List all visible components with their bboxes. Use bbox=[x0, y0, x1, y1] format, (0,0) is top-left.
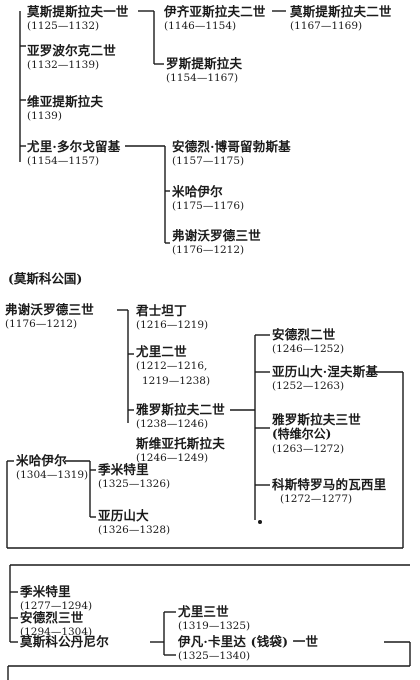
person-years: (1246—1249) bbox=[136, 452, 209, 464]
person-name: 尤里·多尔戈留基 bbox=[27, 139, 121, 154]
person-years: (1252—1263) bbox=[272, 380, 345, 392]
person-years: (1167—1169) bbox=[290, 20, 363, 32]
person-years: (1125—1132) bbox=[27, 20, 100, 32]
person-dmitry-tver: 季米特里 (1325—1326) bbox=[98, 462, 170, 492]
person-years: (1325—1326) bbox=[98, 478, 171, 490]
person-andrei-iii: 安德烈三世 (1294—1304) bbox=[20, 610, 92, 640]
person-iziaslav-ii: 伊齐亚斯拉夫二世 (1146—1154) bbox=[164, 4, 266, 34]
person-years: (特维尔公) bbox=[272, 427, 332, 441]
person-name: 季米特里 bbox=[20, 584, 71, 599]
person-name: 安德烈·博哥留勃斯基 bbox=[172, 139, 291, 154]
person-yuri-dolgoruky: 尤里·多尔戈留基 (1154—1157) bbox=[27, 139, 120, 169]
person-name: 米哈伊尔 bbox=[172, 184, 223, 199]
person-name: 弗谢沃罗德三世 bbox=[5, 302, 94, 317]
person-name: 季米特里 bbox=[98, 462, 149, 477]
person-name: 莫斯提斯拉夫二世 bbox=[290, 4, 392, 19]
person-name: 斯维亚托斯拉夫 bbox=[136, 436, 225, 451]
person-mstislav-ii: 莫斯提斯拉夫二世 (1167—1169) bbox=[290, 4, 392, 34]
person-yaropolk-ii: 亚罗波尔克二世 (1132—1139) bbox=[27, 43, 116, 73]
person-yaroslav-ii: 雅罗斯拉夫二世 (1238—1246) bbox=[136, 402, 225, 432]
person-years: (1277—1294) bbox=[20, 600, 93, 612]
person-years: (1176—1212) bbox=[5, 318, 78, 330]
person-yuri-iii: 尤里三世 (1319—1325) bbox=[178, 604, 250, 634]
person-years: (1132—1139) bbox=[27, 59, 100, 71]
person-mikhail: 米哈伊尔 (1175—1176) bbox=[172, 184, 244, 214]
person-years: (1154—1157) bbox=[27, 155, 100, 167]
person-yaroslav-iii: 雅罗斯拉夫三世 (特维尔公) (1263—1272) bbox=[272, 412, 361, 457]
person-years: (1146—1154) bbox=[164, 20, 237, 32]
person-name: 亚历山大·涅夫斯基 bbox=[272, 364, 379, 379]
person-name: 安德烈二世 bbox=[272, 327, 336, 342]
person-name: 伊齐亚斯拉夫二世 bbox=[164, 4, 266, 19]
person-name: 莫斯提斯拉夫一世 bbox=[27, 4, 129, 19]
person-name: 安德烈三世 bbox=[20, 610, 84, 625]
person-mikhail-tver: 米哈伊尔 (1304—1319) bbox=[16, 453, 88, 483]
person-vasily-kostroma: 科斯特罗马的瓦西里 (1272—1277) bbox=[272, 477, 386, 507]
person-name: 亚罗波尔克二世 bbox=[27, 43, 116, 58]
person-years: (1175—1176) bbox=[172, 200, 245, 212]
person-years: (1212—1216, bbox=[136, 360, 208, 372]
person-years: (1319—1325) bbox=[178, 620, 251, 632]
person-andrei-ii: 安德烈二世 (1246—1252) bbox=[272, 327, 344, 357]
person-name: 罗斯提斯拉夫 bbox=[166, 56, 243, 71]
person-name: 尤里二世 bbox=[136, 344, 187, 359]
person-name: 科斯特罗马的瓦西里 bbox=[272, 477, 387, 492]
person-years: (1154—1167) bbox=[166, 72, 239, 84]
person-years: (1157—1175) bbox=[172, 155, 245, 167]
person-name: 雅罗斯拉夫三世 bbox=[272, 412, 361, 427]
person-name: 米哈伊尔 bbox=[16, 453, 67, 468]
person-ivan-kalita: 伊凡·卡里达 (钱袋) 一世 (1325—1340) bbox=[178, 634, 318, 664]
person-viacheslav: 维亚提斯拉夫 (1139) bbox=[27, 94, 103, 124]
person-dmitry: 季米特里 (1277—1294) bbox=[20, 584, 92, 614]
person-name: 尤里三世 bbox=[178, 604, 229, 619]
person-years: (1304—1319) bbox=[16, 469, 89, 481]
person-name: 亚历山大 bbox=[98, 508, 149, 523]
person-years: (1216—1219) bbox=[136, 319, 209, 331]
person-years: (1238—1246) bbox=[136, 418, 209, 430]
person-andrei-bogolyubsky: 安德烈·博哥留勃斯基 (1157—1175) bbox=[172, 139, 291, 169]
person-years: (1294—1304) bbox=[20, 626, 93, 638]
person-name: 伊凡·卡里达 (钱袋) 一世 bbox=[178, 634, 319, 649]
person-years: (1272—1277) bbox=[280, 493, 353, 505]
person-vsevolod-iii-moscow: 弗谢沃罗德三世 (1176—1212) bbox=[5, 302, 94, 332]
person-name: 雅罗斯拉夫二世 bbox=[136, 402, 225, 417]
branch-dot bbox=[258, 520, 262, 524]
person-years-second: (1263—1272) bbox=[272, 443, 345, 455]
person-name: 弗谢沃罗德三世 bbox=[172, 228, 261, 243]
person-alexander-tver: 亚历山大 (1326—1328) bbox=[98, 508, 170, 538]
person-years: (1176—1212) bbox=[172, 244, 245, 256]
person-years-second: 1219—1238) bbox=[142, 375, 211, 387]
person-rostislav: 罗斯提斯拉夫 (1154—1167) bbox=[166, 56, 242, 86]
person-alexander-nevsky: 亚历山大·涅夫斯基 (1252—1263) bbox=[272, 364, 378, 394]
person-years: (1246—1252) bbox=[272, 343, 345, 355]
person-years: (1326—1328) bbox=[98, 524, 171, 536]
person-mstislav-i: 莫斯提斯拉夫一世 (1125—1132) bbox=[27, 4, 129, 34]
person-yuri-ii: 尤里二世 (1212—1216, 1219—1238) bbox=[136, 344, 210, 389]
person-years: (1325—1340) bbox=[178, 650, 251, 662]
person-years: (1139) bbox=[27, 110, 62, 122]
person-name: 莫斯科公丹尼尔 bbox=[20, 634, 109, 649]
person-name: 维亚提斯拉夫 bbox=[27, 94, 104, 109]
person-daniel-moscow: 莫斯科公丹尼尔 bbox=[20, 634, 109, 649]
person-sviatoslav: 斯维亚托斯拉夫 (1246—1249) bbox=[136, 436, 225, 466]
person-konstantin: 君士坦丁 (1216—1219) bbox=[136, 303, 208, 333]
person-name: 君士坦丁 bbox=[136, 303, 187, 318]
section-label: (莫斯科公国) bbox=[8, 271, 83, 286]
person-vsevolod-iii: 弗谢沃罗德三世 (1176—1212) bbox=[172, 228, 261, 258]
